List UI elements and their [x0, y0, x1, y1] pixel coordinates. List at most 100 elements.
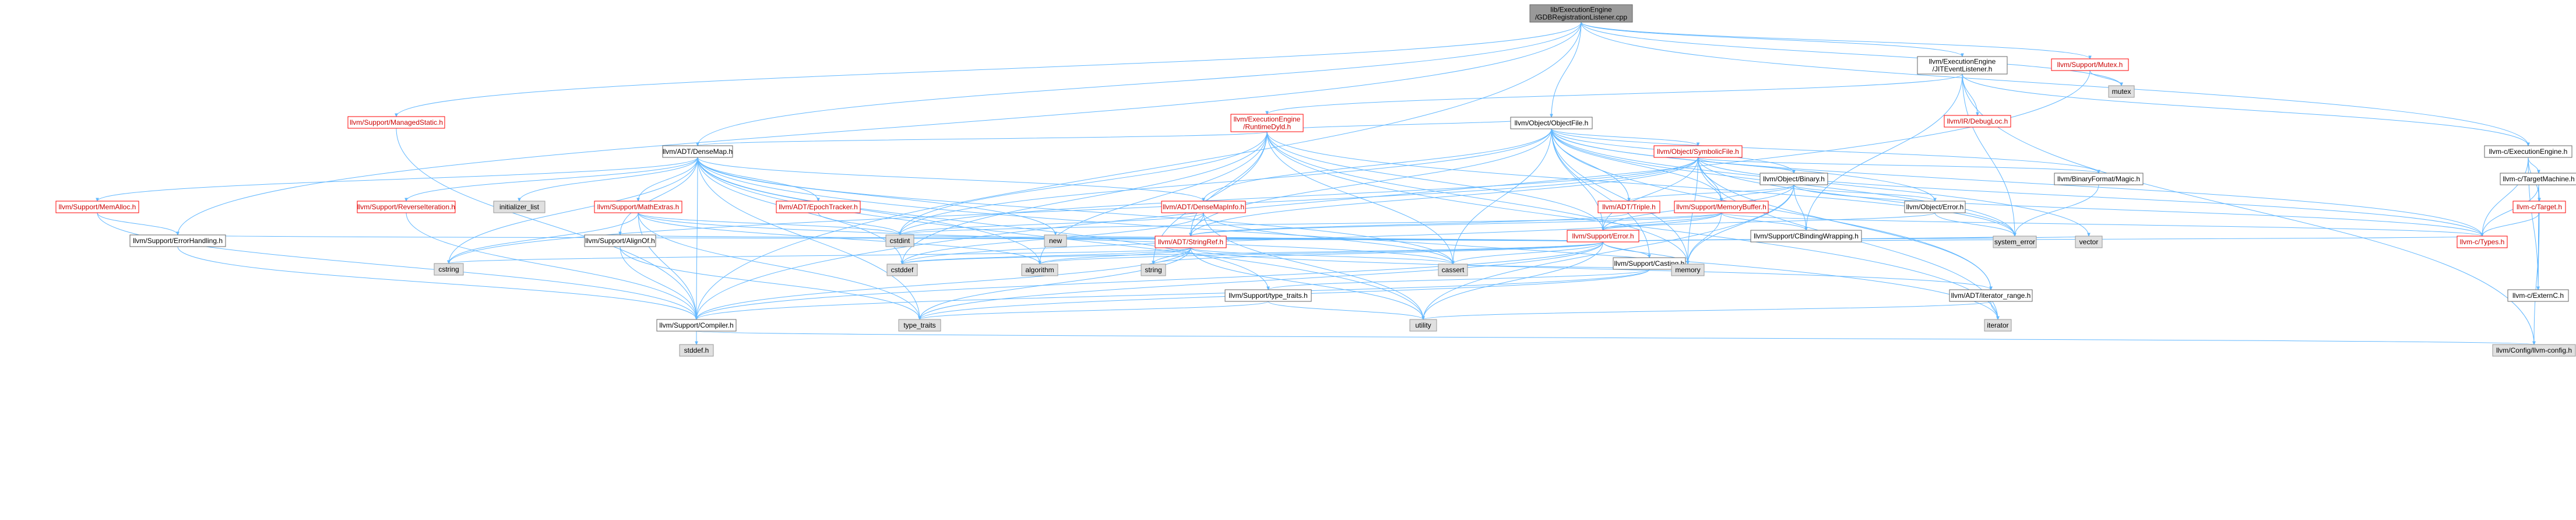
node-box	[1653, 145, 1743, 158]
node-stringref[interactable]: llvm/ADT/StringRef.h	[1155, 236, 1227, 248]
node-label: algorithm	[1025, 266, 1054, 274]
edge-supporterror-algorithm	[1040, 241, 1603, 264]
node-irdebugloc[interactable]: llvm/IR/DebugLoc.h	[1944, 115, 2011, 128]
node-mutexh[interactable]: llvm/Support/Mutex.h	[2051, 58, 2129, 71]
node-triple[interactable]: llvm/ADT/Triple.h	[1597, 201, 1660, 213]
node-vector[interactable]: vector	[2075, 236, 2103, 248]
edge-objectfile-ctypes	[1551, 128, 2482, 236]
edge-runtimedyld-stringref	[1191, 131, 1268, 236]
node-label: llvm/ADT/DenseMap.h	[663, 147, 733, 156]
node-binary[interactable]: llvm/Object/Binary.h	[1759, 173, 1828, 185]
edge-jitevent-cbinding	[1806, 73, 1963, 230]
edge-stringref-cassert	[1190, 247, 1453, 264]
node-alignof[interactable]: llvm/Support/AlignOf.h	[584, 234, 656, 247]
node-densemapinfo[interactable]: llvm/ADT/DenseMapInfo.h	[1161, 201, 1246, 213]
node-memorybuffer[interactable]: llvm/Support/MemoryBuffer.h	[1674, 201, 1769, 213]
node-llvmconfig[interactable]: llvm/Config/llvm-config.h	[2492, 344, 2576, 357]
node-label: llvm-c/ExternC.h	[2512, 291, 2564, 300]
node-managedstatic[interactable]: llvm/Support/ManagedStatic.h	[347, 116, 445, 129]
edge-objectfile-symbolicfile	[1551, 128, 1698, 146]
node-initlist[interactable]: initializer_list	[493, 201, 546, 213]
node-iterrange[interactable]: llvm/ADT/iterator_range.h	[1949, 289, 2033, 302]
node-casting[interactable]: llvm/Support/Casting.h	[1613, 257, 1686, 270]
node-cexecengine[interactable]: llvm-c/ExecutionEngine.h	[2484, 145, 2573, 158]
node-memory[interactable]: memory	[1671, 263, 1705, 276]
node-cstdint[interactable]: cstdint	[885, 234, 914, 247]
edge-memorybuffer-ctypes	[1721, 212, 2483, 236]
node-epochtracker[interactable]: llvm/ADT/EpochTracker.h	[776, 201, 861, 213]
node-binmagic[interactable]: llvm/BinaryFormat/Magic.h	[2054, 173, 2144, 185]
node-densemap[interactable]: llvm/ADT/DenseMap.h	[662, 145, 733, 158]
node-mathextras[interactable]: llvm/Support/MathExtras.h	[594, 201, 682, 213]
node-ctargeth[interactable]: llvm-c/Target.h	[2512, 201, 2566, 213]
node-box	[1671, 263, 1705, 276]
edge-stringref-cstring	[449, 247, 1191, 263]
node-label: /RuntimeDyld.h	[1243, 123, 1291, 131]
node-cbinding[interactable]: llvm/Support/CBindingWrapping.h	[1750, 230, 1862, 243]
edge-root-jitevent	[1581, 22, 1962, 57]
node-jitevent[interactable]: llvm/ExecutionEngine/JITEventListener.h	[1917, 56, 2008, 75]
node-algorithm[interactable]: algorithm	[1021, 263, 1058, 276]
node-label: mutex	[2112, 87, 2131, 96]
node-objectfile[interactable]: llvm/Object/ObjectFile.h	[1510, 117, 1593, 129]
node-box	[1409, 319, 1437, 332]
node-root[interactable]: lib/ExecutionEngine/GDBRegistrationListe…	[1529, 4, 1633, 23]
edge-densemap-reverseiter	[406, 157, 698, 201]
node-label: llvm/Support/ErrorHandling.h	[133, 237, 223, 245]
node-ctypes[interactable]: llvm-c/Types.h	[2457, 236, 2508, 248]
node-box	[1750, 230, 1862, 243]
node-box	[1438, 263, 1468, 276]
edge-runtimedyld-densemap	[698, 131, 1268, 146]
node-label: llvm/Support/Error.h	[1572, 232, 1634, 240]
node-label: llvm/Object/Error.h	[1906, 203, 1964, 211]
node-compiler[interactable]: llvm/Support/Compiler.h	[656, 319, 737, 332]
node-errorhandling[interactable]: llvm/Support/ErrorHandling.h	[129, 234, 226, 247]
node-box	[347, 116, 445, 129]
node-memalloc[interactable]: llvm/Support/MemAlloc.h	[55, 201, 139, 213]
node-label: llvm/Support/Mutex.h	[2057, 61, 2123, 69]
node-box	[1155, 236, 1227, 248]
edge-objectfile-stringref	[1191, 128, 1552, 236]
node-box	[2075, 236, 2103, 248]
node-label: llvm/ADT/Triple.h	[1602, 203, 1656, 211]
edges	[97, 22, 2539, 345]
node-box	[594, 201, 682, 213]
node-box	[1674, 201, 1769, 213]
edge-root-mutexh	[1581, 22, 2090, 59]
node-iterator[interactable]: iterator	[1984, 319, 2012, 332]
node-label: memory	[1675, 266, 1700, 274]
node-box	[1044, 234, 1067, 247]
node-stddef[interactable]: stddef.h	[679, 344, 714, 357]
node-objerror[interactable]: llvm/Object/Error.h	[1904, 201, 1966, 213]
edge-casting-compiler	[696, 269, 1650, 319]
edge-ctargeth-llvmconfig	[2534, 212, 2540, 345]
node-typetraits[interactable]: type_traits	[898, 319, 941, 332]
node-label: cassert	[1442, 266, 1465, 274]
node-mutex[interactable]: mutex	[2108, 85, 2135, 98]
node-box	[1904, 201, 1966, 213]
node-utility[interactable]: utility	[1409, 319, 1437, 332]
edge-runtimedyld-cstdint	[900, 131, 1268, 235]
node-cassert[interactable]: cassert	[1438, 263, 1468, 276]
node-symbolicfile[interactable]: llvm/Object/SymbolicFile.h	[1653, 145, 1743, 158]
edge-runtimedyld-algorithm	[1040, 131, 1268, 264]
edge-objectfile-triple	[1551, 128, 1629, 201]
node-string[interactable]: string	[1141, 263, 1166, 276]
node-box	[2507, 289, 2569, 302]
node-cstddef[interactable]: cstddef	[886, 263, 918, 276]
node-supporterror[interactable]: llvm/Support/Error.h	[1567, 230, 1639, 243]
node-box	[2054, 173, 2144, 185]
node-systemerror[interactable]: system_error	[1993, 236, 2037, 248]
node-box	[2484, 145, 2573, 158]
node-typetraitsh[interactable]: llvm/Support/type_traits.h	[1224, 289, 1312, 302]
node-ctarget[interactable]: llvm-c/TargetMachine.h	[2500, 173, 2576, 185]
node-label: vector	[2079, 238, 2099, 246]
node-cstring[interactable]: cstring	[434, 263, 464, 276]
node-box	[2492, 344, 2576, 357]
node-reverseiter[interactable]: llvm/Support/ReverseIteration.h	[357, 201, 456, 213]
node-runtimedyld[interactable]: llvm/ExecutionEngine/RuntimeDyld.h	[1230, 114, 1304, 132]
edge-root-mutex	[1581, 22, 2121, 86]
node-new[interactable]: new	[1044, 234, 1067, 247]
node-label: llvm/Config/llvm-config.h	[2496, 346, 2572, 354]
node-cexternc[interactable]: llvm-c/ExternC.h	[2507, 289, 2569, 302]
